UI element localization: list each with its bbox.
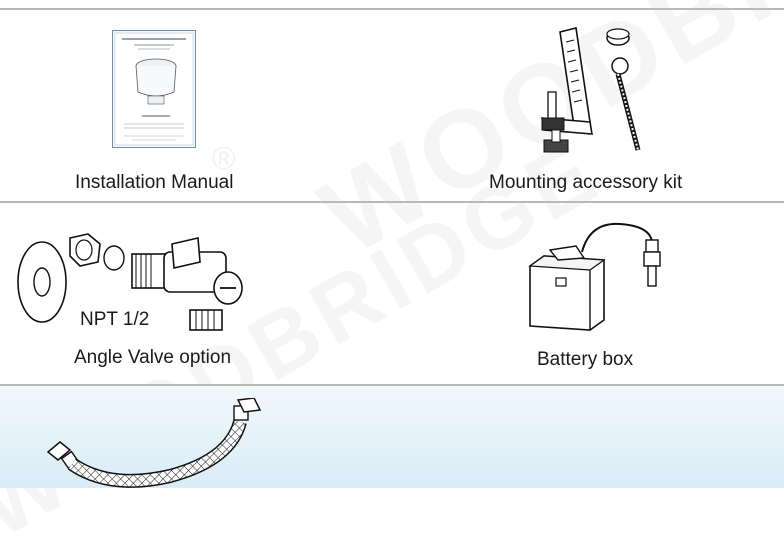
divider-top [0,8,784,10]
registered-mark: ® [212,140,236,176]
mounting-kit-image [520,22,660,162]
bottom-row-band [0,386,784,488]
divider-bottom [0,384,784,386]
angle-valve-image [14,224,244,336]
npt-size-label: NPT 1/2 [80,309,150,330]
battery-box-caption: Battery box [537,349,634,370]
mounting-kit-caption: Mounting accessory kit [489,172,683,193]
divider-middle [0,201,784,203]
braided-hose-image [40,398,270,488]
installation-manual-caption: Installation Manual [75,172,234,193]
installation-manual-image [112,30,196,148]
product-accessories-sheet: WOODBRIDGE WOODBRIDGE ® Installation Man… [0,8,784,488]
battery-box-image [520,212,670,342]
angle-valve-caption: Angle Valve option [74,347,232,368]
